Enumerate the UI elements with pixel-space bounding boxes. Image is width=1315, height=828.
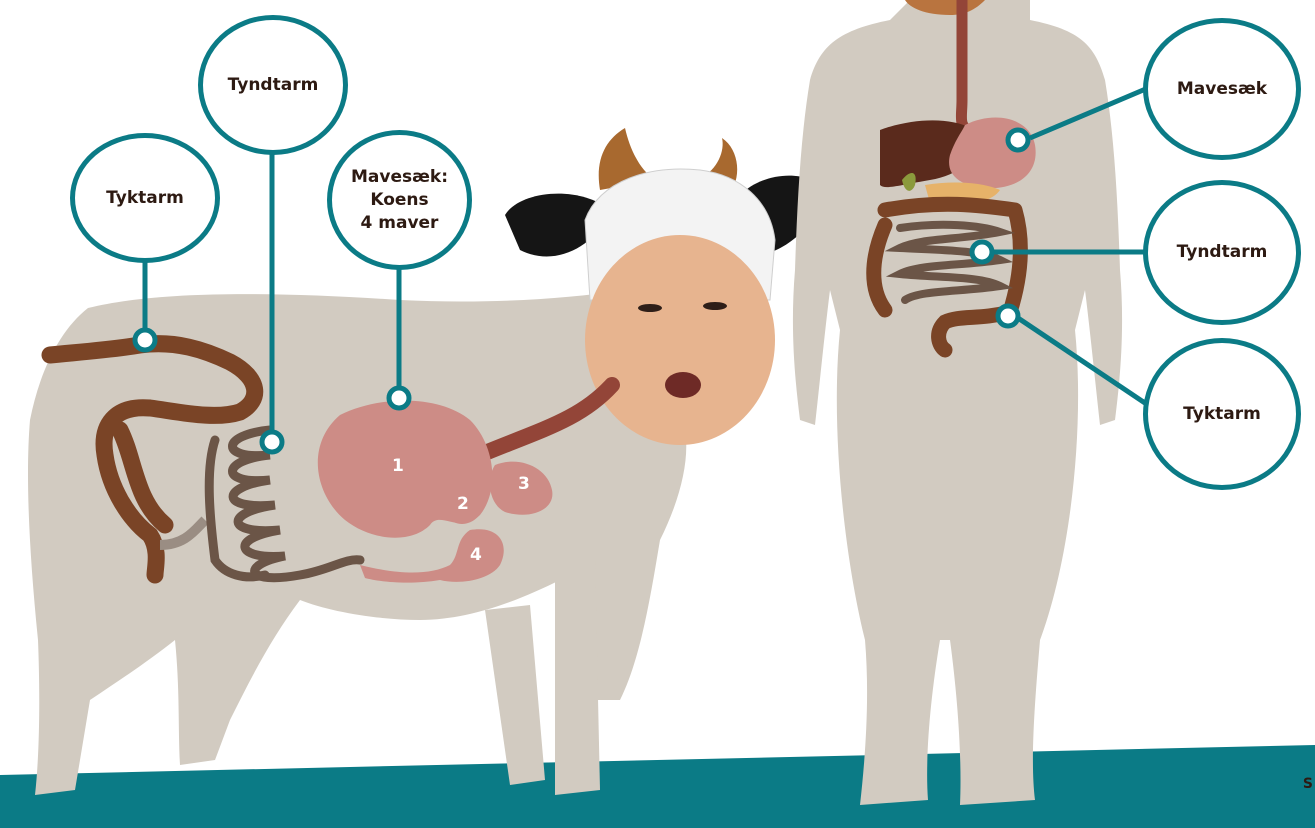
label-cow-stomach: Mavesæk: Koens 4 maver bbox=[351, 166, 448, 235]
face-eye-right bbox=[703, 302, 727, 310]
label-cow-stomach-line-2: Koens bbox=[351, 189, 448, 212]
callout-human-small-intestine: Tyndtarm bbox=[1143, 180, 1301, 325]
face bbox=[585, 235, 775, 445]
label-human-large-intestine: Tyktarm bbox=[1183, 403, 1261, 426]
label-cow-large-intestine: Tyktarm bbox=[106, 187, 184, 210]
face-mouth bbox=[665, 372, 701, 398]
label-human-small-intestine: Tyndtarm bbox=[1177, 241, 1268, 264]
label-human-stomach: Mavesæk bbox=[1177, 78, 1267, 101]
chamber-number-2: 2 bbox=[457, 494, 469, 514]
edge-text: S bbox=[1303, 776, 1313, 792]
callout-human-large-intestine: Tyktarm bbox=[1143, 338, 1301, 490]
chamber-number-3: 3 bbox=[518, 474, 530, 494]
callout-cow-large-intestine: Tyktarm bbox=[70, 133, 220, 263]
callout-human-stomach: Mavesæk bbox=[1143, 18, 1301, 160]
callout-cow-small-intestine: Tyndtarm bbox=[198, 15, 348, 155]
label-cow-stomach-line-1: Mavesæk: bbox=[351, 166, 448, 189]
chamber-number-1: 1 bbox=[392, 456, 404, 476]
cow-silhouette bbox=[28, 290, 686, 795]
callout-cow-stomach: Mavesæk: Koens 4 maver bbox=[327, 130, 472, 270]
face-eye-left bbox=[638, 304, 662, 312]
chamber-number-4: 4 bbox=[470, 545, 482, 565]
label-cow-small-intestine: Tyndtarm bbox=[228, 74, 319, 97]
label-cow-stomach-line-3: 4 maver bbox=[351, 212, 448, 235]
